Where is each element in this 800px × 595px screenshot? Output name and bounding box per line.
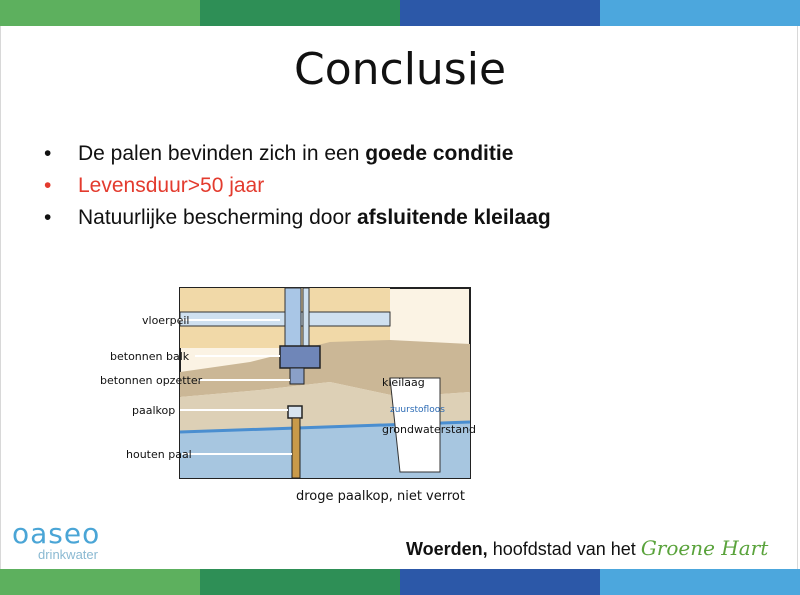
label-betonnen-balk: betonnen balk [110,350,190,363]
top-color-bar [0,0,800,26]
foundation-diagram: vloerpeil betonnen balk betonnen opzette… [100,287,476,504]
label-betonnen-opzetter: betonnen opzetter [100,374,203,387]
bullet-item: •Levensduur>50 jaar [44,174,265,197]
slide-title: Conclusie [293,44,507,95]
slide-frame [0,26,798,569]
bullet-item: •Natuurlijke bescherming door afsluitend… [44,206,551,229]
diagram-caption: droge paalkop, niet verrot [296,489,465,504]
woerden-tagline: Woerden, hoofdstad van het Groene Hart [406,536,769,560]
label-kleilaag: kleilaag [382,376,425,389]
oaseo-logo-sub: drinkwater [38,547,98,562]
label-grondwaterstand: grondwaterstand [382,423,476,436]
label-paalkop: paalkop [132,404,175,417]
bottom-color-bar [0,569,800,595]
label-zuurstofloos: zuurstofloos [390,405,445,415]
label-vloerpeil: vloerpeil [142,314,189,327]
bullet-item: •De palen bevinden zich in een goede con… [44,142,514,165]
groene-hart-logo: Groene Hart [640,536,769,560]
bullet-list: •De palen bevinden zich in een goede con… [44,138,551,234]
oaseo-logo: oaseo drinkwater [12,520,100,562]
label-houten-paal: houten paal [126,448,192,461]
oaseo-logo-word: oaseo [12,517,101,550]
